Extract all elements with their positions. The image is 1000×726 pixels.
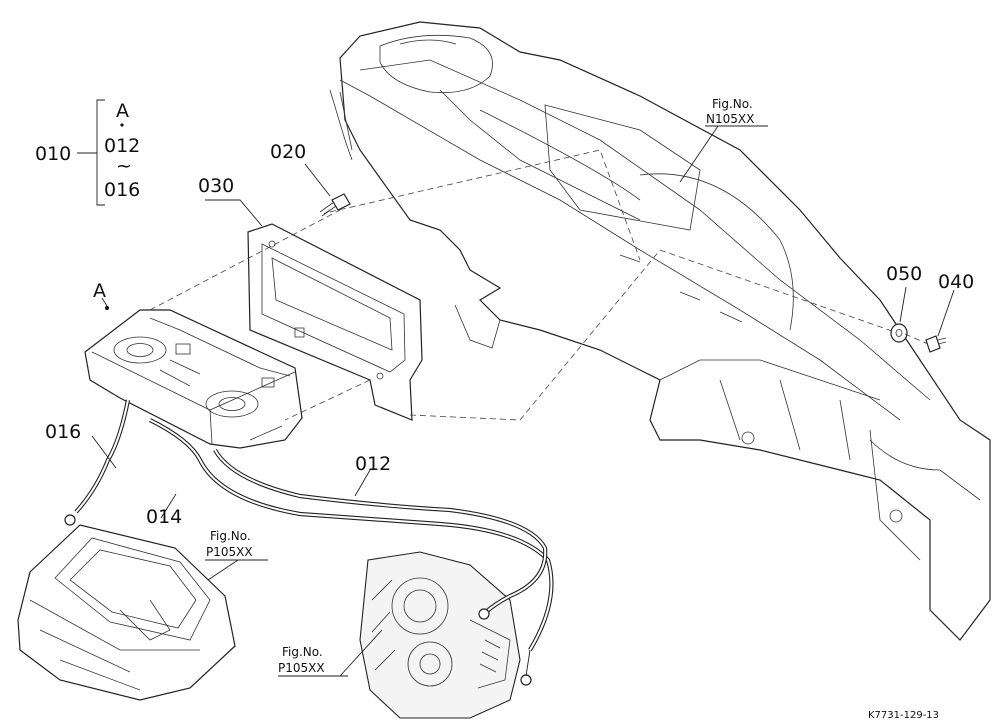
point-a-marker <box>105 306 109 310</box>
part-labels: 010 A 012 ~ 016 030 020 050 040 A 016 01… <box>35 100 974 528</box>
label-bolt-020: 020 <box>270 141 306 163</box>
label-group-a: A <box>116 100 129 122</box>
bolt-040 <box>925 335 947 353</box>
label-cable-012: 012 <box>355 453 391 475</box>
cable-012 <box>213 448 548 620</box>
group-dot <box>120 123 124 127</box>
label-bracket-030: 030 <box>198 175 234 197</box>
figure-references: Fig.No. N105XX Fig.No. P105XX Fig.No. P1… <box>206 97 754 675</box>
cable-014 <box>149 418 554 686</box>
cable-016 <box>64 399 131 526</box>
assembly-lines <box>149 149 929 421</box>
washer-050 <box>890 323 908 343</box>
label-control-unit-a: A <box>93 280 106 302</box>
drawing-code: K7731-129-13 <box>868 710 939 721</box>
label-group-012: 012 <box>104 135 140 157</box>
fig-ref-center-code: P105XX <box>278 661 325 675</box>
label-assembly-010: 010 <box>35 143 71 165</box>
dashboard-panel <box>329 21 991 641</box>
control-unit <box>84 309 303 449</box>
label-group-sep: ~ <box>116 155 132 177</box>
fig-ref-left-title: Fig.No. <box>210 529 251 543</box>
label-bolt-040: 040 <box>938 271 974 293</box>
label-washer-050: 050 <box>886 263 922 285</box>
assembly-group-bracket <box>77 99 124 206</box>
fig-ref-top-code: N105XX <box>706 112 754 126</box>
fig-ref-left-code: P105XX <box>206 545 253 559</box>
label-group-016: 016 <box>104 179 140 201</box>
label-cable-014: 014 <box>146 506 182 528</box>
label-cable-016: 016 <box>45 421 81 443</box>
bracket-030 <box>247 223 423 421</box>
bolt-020 <box>319 193 351 217</box>
engine-detail <box>359 551 521 719</box>
console-housing <box>17 524 236 701</box>
fig-ref-top-title: Fig.No. <box>712 97 753 111</box>
leader-lines <box>91 125 955 677</box>
fig-ref-center-title: Fig.No. <box>282 645 323 659</box>
